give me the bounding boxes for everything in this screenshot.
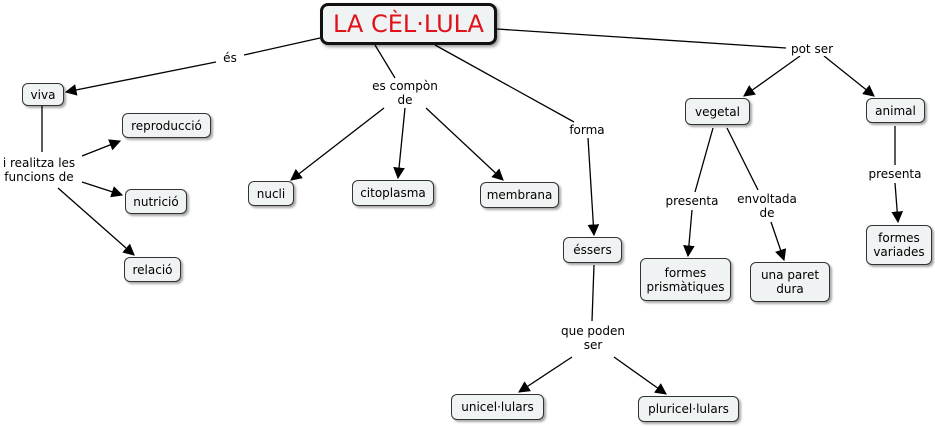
link-label-poden: que poden ser (560, 324, 626, 352)
link-label-compon: es compòn de (371, 79, 439, 107)
node-formes-variades[interactable]: formes variades (866, 225, 932, 265)
node-paret-dura[interactable]: una paret dura (750, 262, 830, 302)
link-label-potser: pot ser (789, 42, 835, 56)
node-unicel[interactable]: unicel·lulars (451, 394, 544, 420)
edge-root-potser (496, 28, 787, 49)
edge-compon-membrana (425, 107, 504, 181)
node-relacio[interactable]: relació (124, 257, 181, 282)
edge-presenta-prismatiques (683, 209, 695, 258)
edge-forma-essers (587, 137, 600, 237)
node-essers[interactable]: éssers (563, 237, 622, 263)
edge-essers-poden (591, 264, 595, 322)
node-viva[interactable]: viva (22, 83, 64, 106)
node-membrana[interactable]: membrana (480, 182, 559, 208)
edge-realitza-relacio (57, 187, 135, 256)
edge-vegetal-presenta (694, 127, 714, 193)
edge-compon-nucli (290, 107, 385, 181)
edge-potser-animal (823, 55, 875, 97)
edge-es-viva (64, 61, 217, 96)
link-label-es: és (222, 51, 238, 65)
edge-realitza-nutricio (81, 181, 124, 198)
link-label-envoltada: envoltada de (736, 192, 798, 220)
link-label-presenta-vegetal: presenta (664, 194, 720, 208)
edge-root-es (243, 37, 321, 56)
edge-root-forma (434, 44, 575, 123)
edge-compon-citoplasma (393, 107, 406, 180)
node-vegetal[interactable]: vegetal (685, 98, 750, 125)
edge-presenta-variades (891, 182, 904, 224)
node-nutricio[interactable]: nutrició (125, 189, 187, 214)
node-reproduccio[interactable]: reproducció (122, 113, 211, 138)
node-formes-prismatiques[interactable]: formes prismàtiques (640, 258, 731, 301)
node-nucli[interactable]: nucli (248, 181, 294, 206)
edge-realitza-reproduccio (81, 139, 122, 157)
link-label-forma: forma (568, 123, 606, 137)
edge-potser-vegetal (743, 55, 801, 97)
edge-envoltada-paret (770, 221, 787, 262)
node-animal[interactable]: animal (866, 98, 925, 123)
link-label-realitza: i realitza les funcions de (1, 156, 77, 184)
edge-root-compon (374, 44, 396, 79)
edge-poden-unicel (518, 356, 573, 393)
node-citoplasma[interactable]: citoplasma (352, 180, 434, 206)
link-label-presenta-animal: presenta (867, 167, 923, 181)
root-concept[interactable]: LA CÈL·LULA (320, 3, 497, 45)
edge-poden-pluricel (613, 356, 667, 395)
edge-vegetal-envoltada (726, 127, 759, 191)
node-pluricel[interactable]: pluricel·lulars (638, 396, 739, 422)
